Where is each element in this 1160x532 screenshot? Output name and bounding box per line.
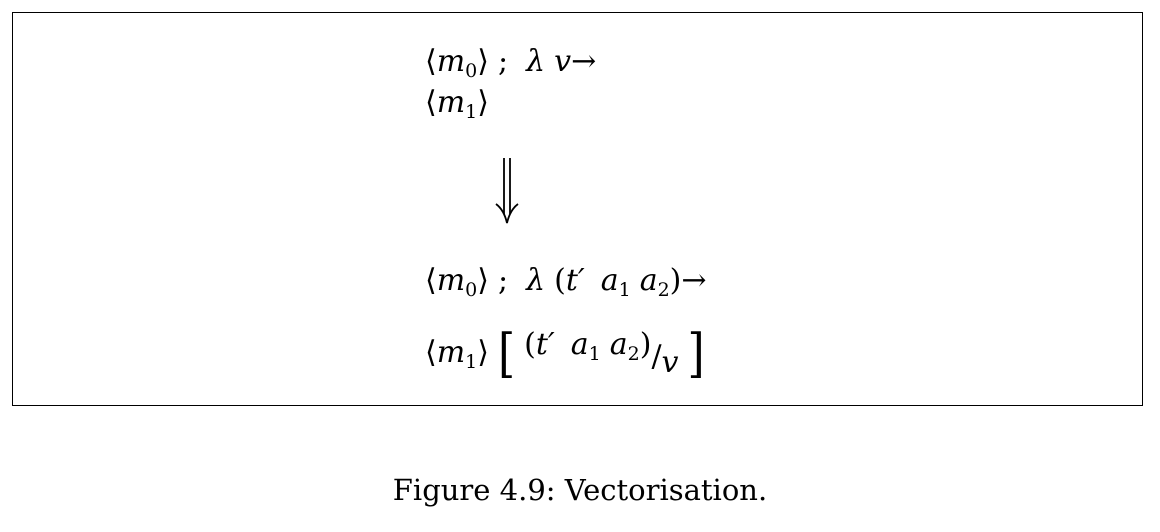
figure-frame	[12, 12, 1143, 406]
variable-v: v	[661, 345, 679, 380]
figure-caption: Figure 4.9: Vectorisation.	[392, 473, 768, 507]
angle-open: ⟨	[425, 335, 437, 370]
close-paren: )	[639, 327, 652, 362]
variable-t-prime: t′	[565, 263, 585, 298]
open-bracket: [	[497, 322, 516, 384]
metavar-m: m	[436, 335, 466, 370]
subscript: 0	[465, 60, 478, 82]
angle-close: ⟩	[477, 335, 489, 370]
variable-a: a	[570, 327, 589, 362]
angle-close: ⟩	[477, 263, 489, 298]
metavar-m: m	[436, 85, 466, 120]
angle-open: ⟨	[425, 85, 437, 120]
double-down-arrow-icon	[495, 158, 519, 224]
subscript: 2	[657, 279, 670, 301]
subscript: 1	[588, 343, 601, 365]
metavar-m: m	[436, 44, 466, 79]
before-line-2: ⟨m1⟩	[425, 85, 489, 122]
close-paren: )	[669, 263, 682, 298]
metavar-m: m	[436, 263, 466, 298]
angle-close: ⟩	[477, 85, 489, 120]
close-bracket: ]	[687, 322, 705, 384]
substitution-slash: /	[651, 339, 662, 374]
subscript: 0	[465, 279, 478, 301]
angle-close: ⟩	[477, 44, 489, 79]
separator: ;	[497, 44, 509, 79]
subscript: 1	[465, 351, 478, 373]
variable-a: a	[639, 263, 658, 298]
right-arrow: →	[571, 44, 597, 79]
separator: ;	[497, 263, 509, 298]
open-paren: (	[554, 263, 566, 298]
lambda-symbol: λ	[526, 44, 546, 79]
subscript: 1	[618, 279, 631, 301]
variable-v: v	[554, 44, 572, 79]
lambda-symbol: λ	[526, 263, 546, 298]
angle-open: ⟨	[425, 44, 437, 79]
open-paren: (	[524, 327, 536, 362]
subscript: 1	[465, 101, 478, 123]
variable-a: a	[600, 263, 619, 298]
angle-open: ⟨	[425, 263, 437, 298]
right-arrow: →	[681, 263, 707, 298]
variable-a: a	[609, 327, 628, 362]
subscript: 2	[627, 343, 640, 365]
variable-t-prime: t′	[535, 327, 555, 362]
